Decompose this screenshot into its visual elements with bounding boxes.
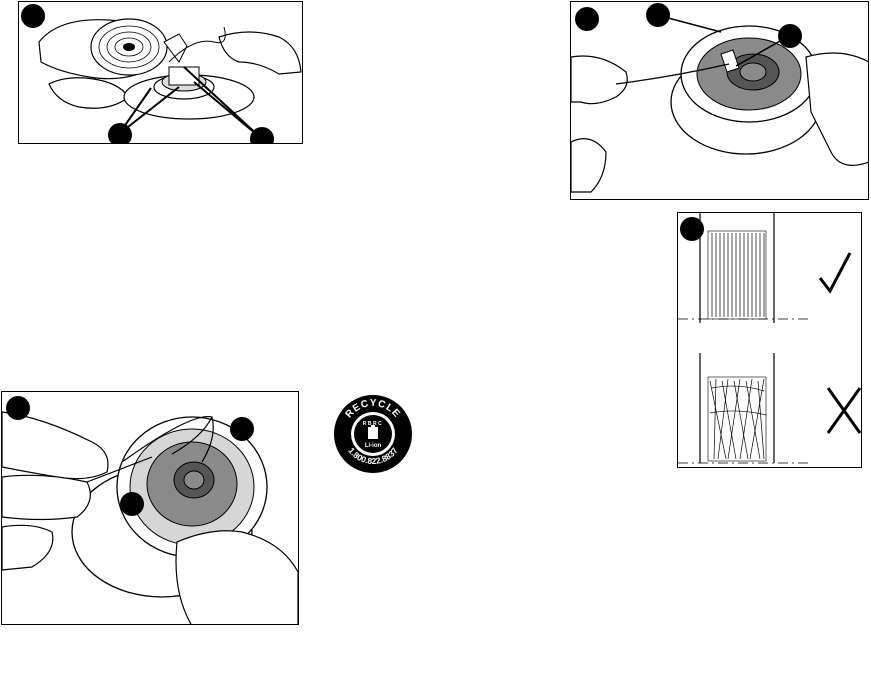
callout-marker (646, 3, 670, 27)
figure-winding-comparison (677, 212, 862, 468)
spool-install-illustration (19, 2, 303, 144)
line-threading-illustration (571, 2, 869, 200)
check-mark-icon (820, 253, 850, 291)
callout-marker (575, 7, 599, 31)
battery-icon (368, 427, 378, 439)
callout-marker (778, 24, 802, 48)
callout-marker (230, 417, 254, 441)
recycle-seal-graphic: RECYCLE 1.800.822.8837 RBRC Li-ion (333, 394, 413, 474)
line-hooking-illustration (2, 392, 299, 625)
callout-marker (680, 217, 704, 241)
callout-marker (108, 123, 132, 144)
callout-marker (250, 127, 274, 144)
winding-comparison-illustration (678, 213, 862, 468)
rbrc-recycle-seal: RECYCLE 1.800.822.8837 RBRC Li-ion (333, 394, 413, 474)
figure-line-hooking (1, 391, 299, 625)
callout-marker (6, 396, 30, 420)
figure-spool-install (18, 1, 303, 144)
callout-marker (21, 4, 45, 28)
callout-marker (120, 492, 144, 516)
cross-mark-icon (828, 388, 860, 433)
seal-chemistry: Li-ion (365, 443, 382, 449)
figure-line-threading (570, 1, 869, 200)
